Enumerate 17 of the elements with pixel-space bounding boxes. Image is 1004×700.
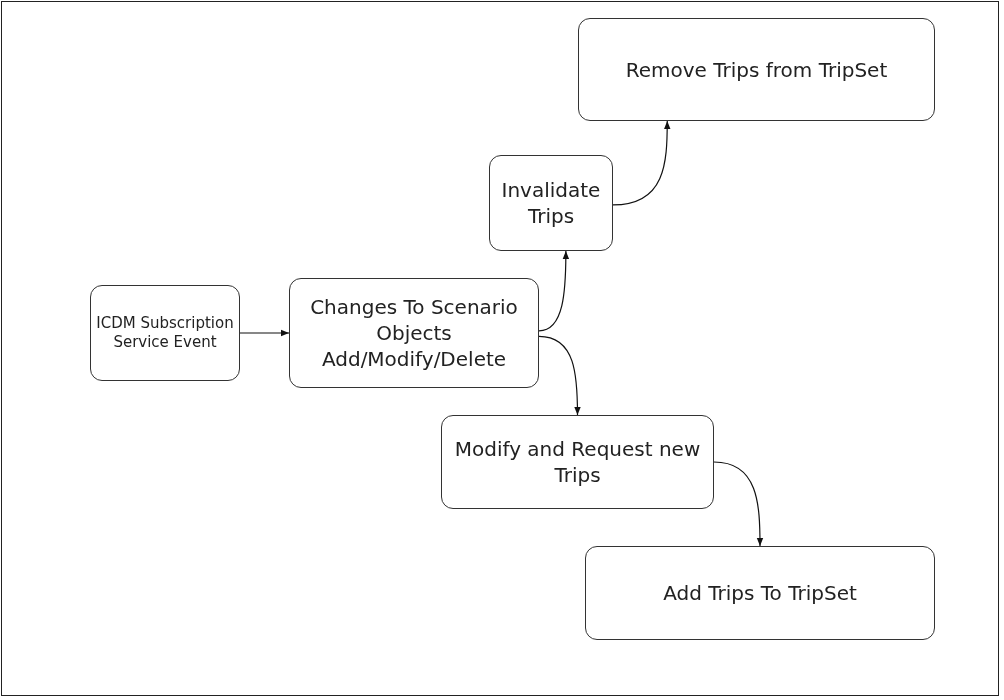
- arrow: [538, 335, 581, 416]
- box-label: Remove Trips from TripSet: [625, 56, 888, 83]
- process-box: [585, 546, 935, 640]
- box-label: ICDM Subscription Service Event: [95, 313, 235, 353]
- process-box: [578, 18, 935, 121]
- arrow: [538, 250, 570, 332]
- arrow: [612, 120, 671, 206]
- process-box: [90, 285, 240, 381]
- process-box: [489, 155, 613, 251]
- process-box: [289, 278, 539, 388]
- arrow: [713, 461, 764, 547]
- box-label: Add Trips To TripSet: [663, 580, 857, 606]
- arrow: [239, 329, 290, 337]
- box-label: Changes To Scenario Objects Add/Modify/Delete: [309, 294, 519, 372]
- box-label: Modify and Request new Trips: [453, 436, 702, 488]
- process-box: [441, 415, 714, 509]
- box-label: Invalidate Trips: [500, 177, 602, 229]
